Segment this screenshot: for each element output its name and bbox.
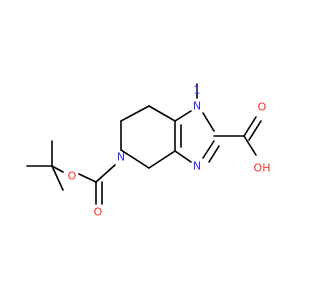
bond-c4-c3a: [148, 150, 176, 169]
imidazole-ring-bonds: [174, 110, 220, 163]
bond-boc-ester-o: [78, 173, 97, 183]
boc-group-bonds: [26, 140, 116, 205]
structure-svg: N 1 N N O OH O O: [26, 83, 271, 219]
atom-n5: N: [117, 151, 125, 164]
atom-o-carbonyl-acid: O: [258, 101, 267, 114]
bond-cooh-carbonyl: [243, 116, 257, 137]
atom-n3: N: [193, 160, 201, 173]
carboxylic-acid-bonds: [213, 116, 262, 156]
bond-n3-c2: [202, 140, 215, 159]
bond-c3a-n3: [174, 150, 192, 163]
bond-ester-o-tbu: [51, 165, 64, 173]
bond-cooh-carbonyl-double: [248, 120, 262, 141]
atom-o-hydroxyl: OH: [254, 162, 271, 175]
bond-c7a-n1: [174, 110, 192, 122]
methyl-number: 1: [194, 84, 201, 97]
bond-n1-c2: [202, 112, 215, 132]
bond-n5-boc-carbonyl: [95, 164, 116, 183]
bond-tbu-methyl-down: [51, 165, 64, 191]
bond-c7a-c7: [148, 105, 176, 122]
molecule-diagram: N 1 N N O OH O O: [26, 83, 271, 219]
atom-o-boc-carbonyl: O: [94, 206, 103, 219]
bond-c7-c6: [120, 105, 150, 122]
atom-n1: N: [193, 100, 201, 113]
piperidine-ring-bonds: [120, 105, 176, 169]
bond-n3-c2-double: [208, 145, 220, 163]
bond-cooh-hydroxyl: [243, 135, 257, 156]
bond-n5-c4: [120, 149, 150, 169]
atom-o-boc-ester: O: [68, 170, 77, 183]
